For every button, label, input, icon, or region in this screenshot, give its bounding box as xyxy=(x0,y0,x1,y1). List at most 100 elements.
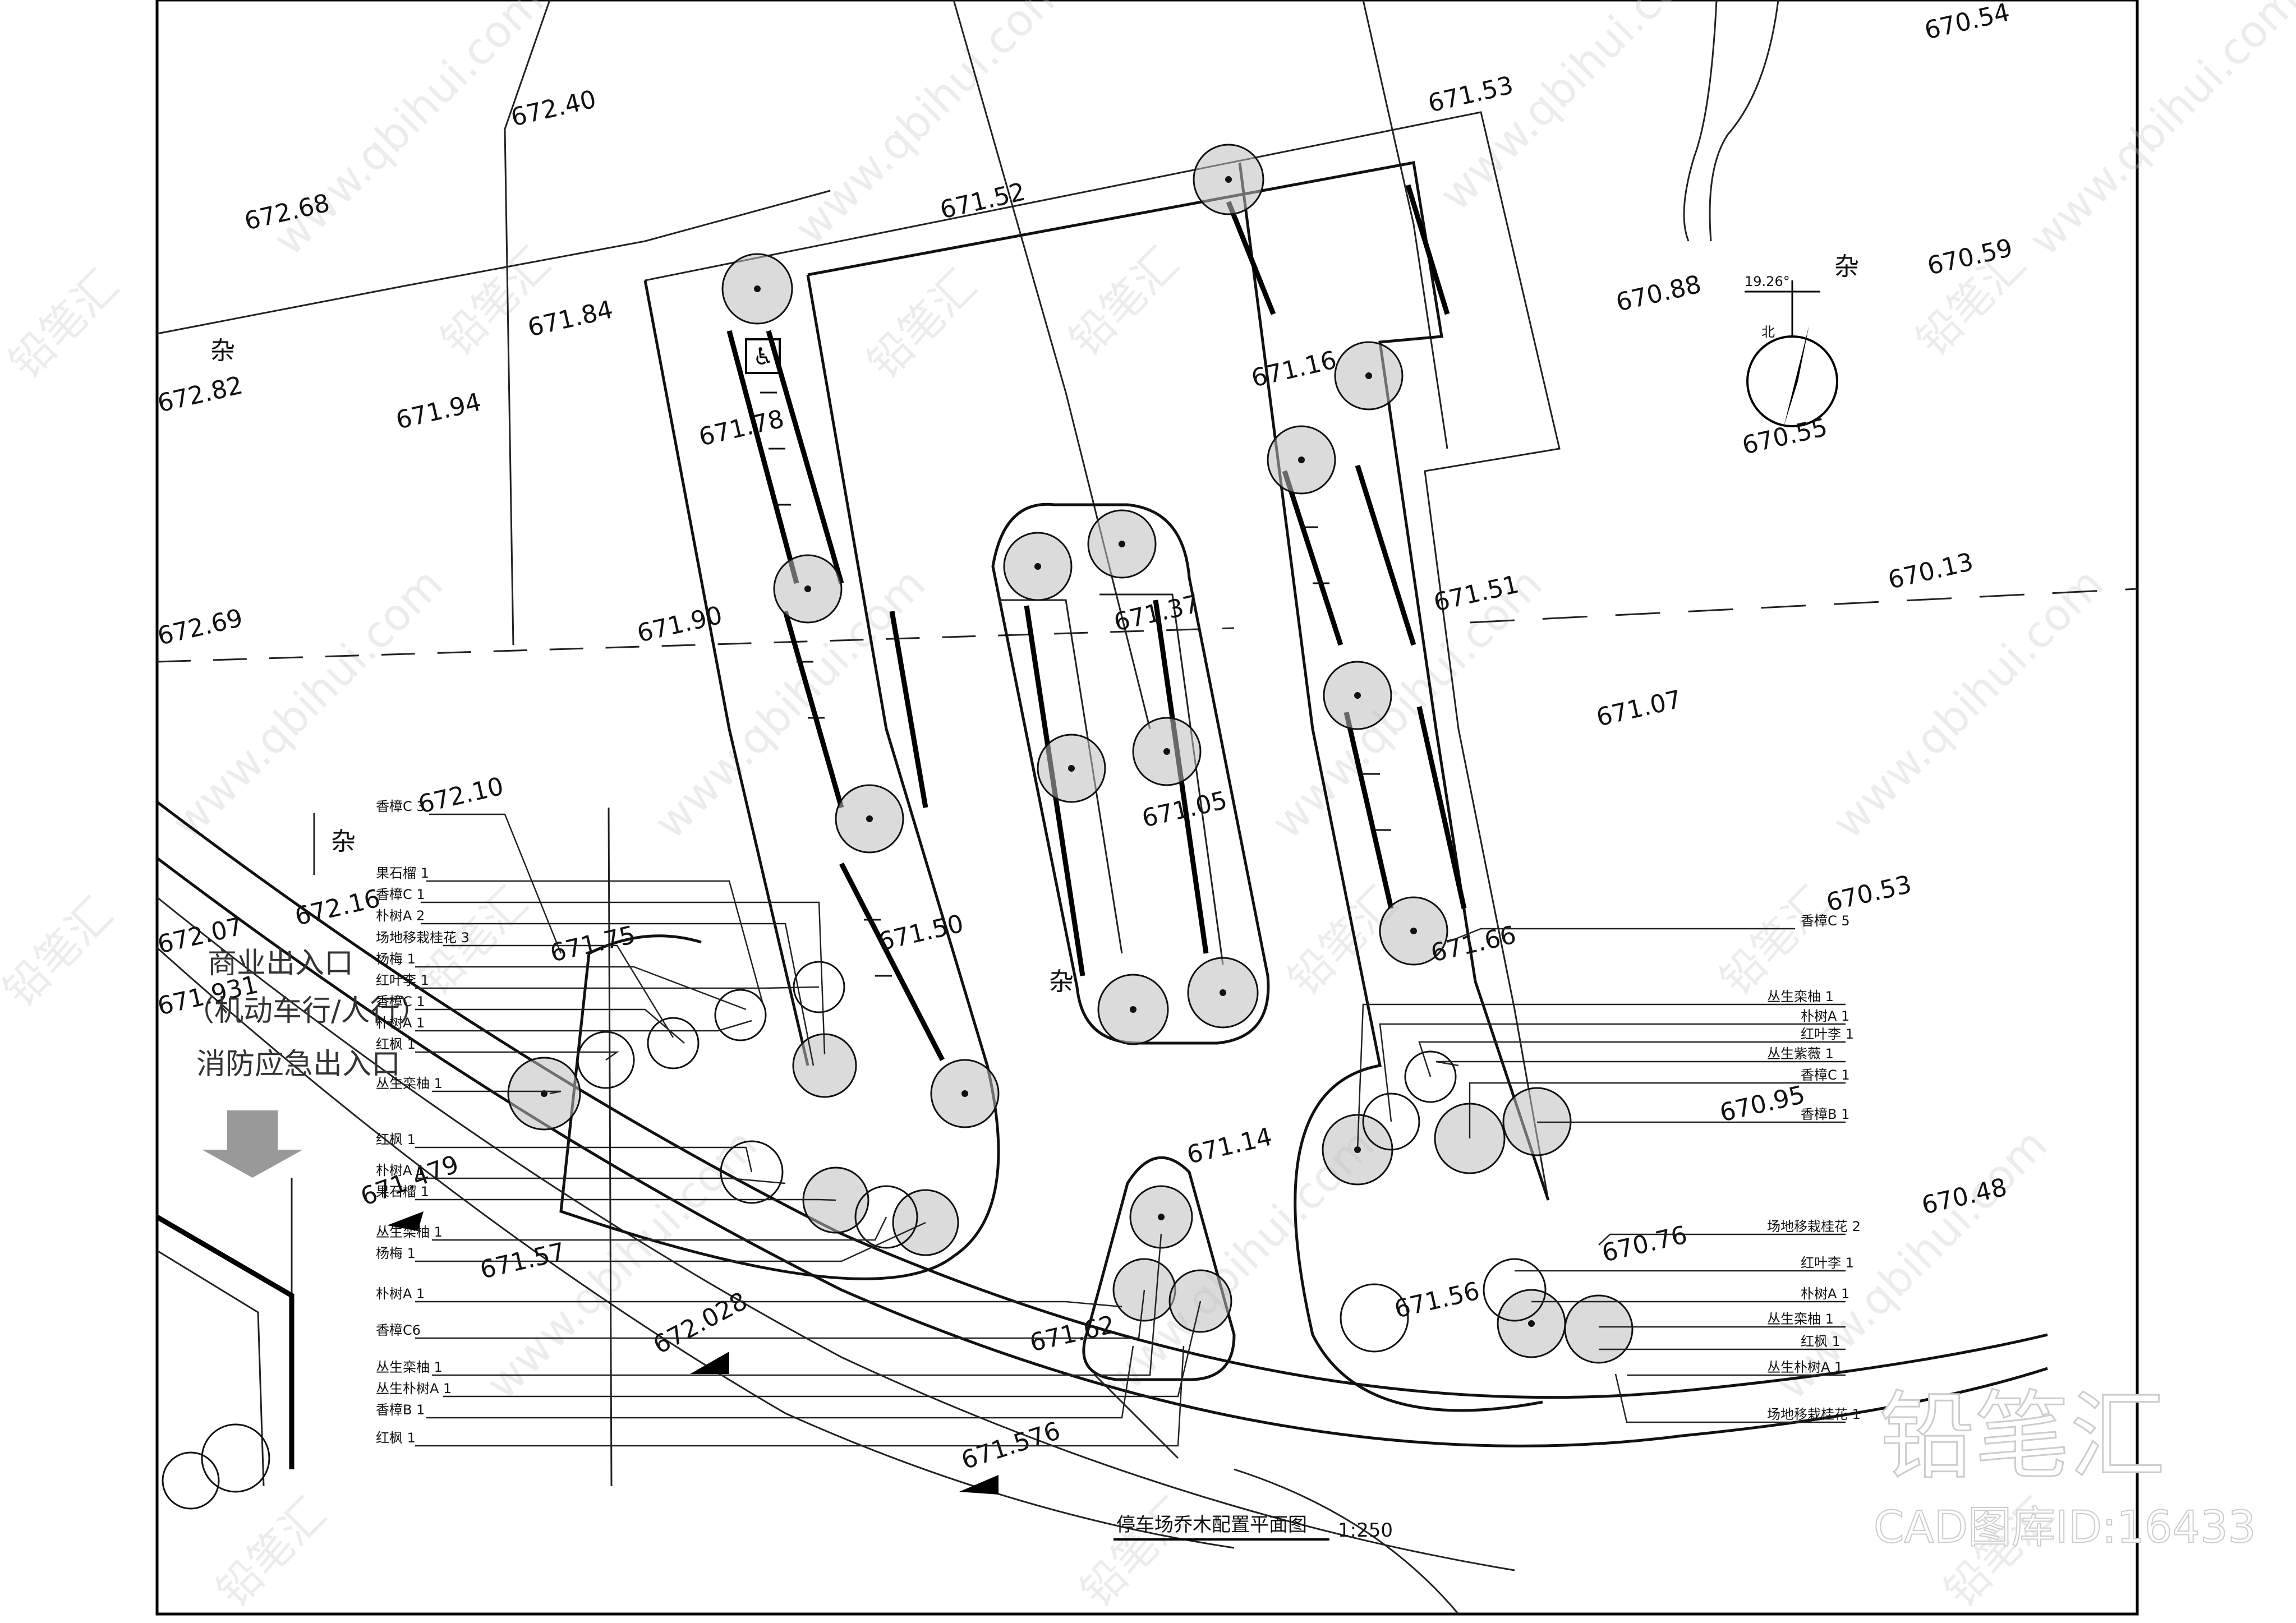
plant-label: 杨梅 1 xyxy=(376,1246,416,1261)
elevation-label: 672.16 xyxy=(292,884,383,931)
misc-label: 杂 xyxy=(1049,967,1074,996)
elevation-label: 670.95 xyxy=(1717,1080,1807,1127)
entrance-arrow-icon xyxy=(202,1110,303,1178)
triangle-planter xyxy=(1082,1156,1236,1381)
plant-label: 果石榴 1 xyxy=(376,865,429,881)
plant-label: 红枫 1 xyxy=(376,1036,416,1052)
left-planting-legend: 香樟C 3 果石榴 1 香樟C 1 朴树A 2 场地移栽桂花 3 杨梅 1 红叶… xyxy=(376,799,1202,1447)
watermark-url: www.qbihui.com xyxy=(1262,559,1552,849)
svg-text:♿: ♿ xyxy=(753,343,774,370)
north-angle: 19.26° xyxy=(1745,274,1790,289)
watermark-brand: 铅笔汇 xyxy=(208,1488,336,1617)
watermark-url: www.qbihui.com xyxy=(2019,0,2296,265)
plant-label: 丛生朴树A 1 xyxy=(1767,1359,1843,1375)
elevation-label: 671.52 xyxy=(937,177,1028,224)
elevation-label: 671.14 xyxy=(1184,1122,1274,1169)
plant-label: 香樟C 5 xyxy=(1801,913,1850,929)
plant-label: 红枫 1 xyxy=(376,1132,416,1147)
plant-label: 朴树A 1 xyxy=(1801,1008,1849,1024)
plant-label: 香樟C6 xyxy=(376,1322,421,1338)
elevation-label: 671.56 xyxy=(1392,1276,1482,1324)
plant-label: 丛生栾柚 1 xyxy=(376,1076,443,1091)
misc-labels: 杂 杂 杂 杂 xyxy=(210,252,1859,996)
plant-label: 丛生紫薇 1 xyxy=(1767,1046,1834,1062)
plant-label: 香樟B 1 xyxy=(1801,1106,1849,1122)
elevation-label: 671.78 xyxy=(696,404,786,451)
plant-label: 场地移栽桂花 3 xyxy=(376,930,470,946)
watermark-brand: 铅笔汇 xyxy=(1711,877,1839,1006)
plant-label: 香樟C 1 xyxy=(376,994,425,1009)
watermark-url: www.qbihui.com xyxy=(1430,0,1720,220)
entrance-line-3: 消防应急出入口 xyxy=(196,1048,401,1081)
plant-label: 红枫 1 xyxy=(1801,1334,1841,1349)
plant-label: 香樟C 1 xyxy=(1801,1067,1850,1083)
parking-lot xyxy=(559,111,1561,1412)
plant-label: 丛生朴树A 1 xyxy=(376,1381,452,1396)
plant-label: 香樟C 1 xyxy=(376,887,425,902)
plant-label: 朴树A 1 xyxy=(376,1286,425,1302)
plant-label: 果石榴 1 xyxy=(376,1184,429,1200)
elevation-label: 672.82 xyxy=(155,371,245,418)
misc-label: 杂 xyxy=(331,827,356,856)
right-planting-legend: 香樟C 5 丛生栾柚 1 朴树A 1 红叶李 1 丛生紫薇 1 香樟C 1 香樟… xyxy=(1356,913,1861,1423)
elevation-label: 671.84 xyxy=(525,295,615,342)
elevation-label: 671.16 xyxy=(1249,345,1339,393)
plant-label: 红叶李 1 xyxy=(376,972,429,988)
elevation-label: 671.75 xyxy=(547,920,638,967)
watermark-brand: 铅笔汇 xyxy=(432,238,560,366)
plant-label: 丛生栾柚 1 xyxy=(1767,989,1834,1004)
plant-label: 朴树A 1 xyxy=(376,1163,425,1178)
plant-label: 场地移栽桂花 1 xyxy=(1767,1407,1861,1422)
plant-label: 香樟B 1 xyxy=(376,1402,425,1418)
elevation-label: 670.88 xyxy=(1613,270,1704,317)
accessible-parking-icon: ♿ xyxy=(745,338,781,374)
elevation-label: 671.53 xyxy=(1425,71,1516,118)
plant-label: 朴树A 1 xyxy=(1801,1286,1849,1302)
brand-logo-text: 铅笔汇 xyxy=(1879,1381,2165,1492)
plant-label: 朴树A 2 xyxy=(376,908,425,924)
elevation-label: 672.028 xyxy=(648,1287,752,1359)
building-edge xyxy=(155,1215,295,1510)
watermark-brand: 铅笔汇 xyxy=(0,888,123,1017)
watermark-brand: 铅笔汇 xyxy=(1060,238,1189,366)
elevation-label: 670.53 xyxy=(1824,870,1914,917)
drawing-scale: 1:250 xyxy=(1338,1519,1393,1542)
watermark-brand: 铅笔汇 xyxy=(858,260,987,389)
plant-label: 红叶李 1 xyxy=(1801,1026,1854,1042)
misc-label: 杂 xyxy=(210,336,235,365)
tree-symbols xyxy=(507,144,1634,1364)
entrance-line-1: 商业出入口 xyxy=(208,947,353,980)
plant-label: 丛生栾柚 1 xyxy=(1767,1311,1834,1327)
elevation-label: 670.55 xyxy=(1740,413,1830,460)
elevation-label: 671.94 xyxy=(393,388,484,435)
watermark-brand: 铅笔汇 xyxy=(1071,1488,1200,1617)
elevation-label: 671.62 xyxy=(1027,1310,1117,1357)
plant-label: 场地移栽桂花 2 xyxy=(1767,1219,1861,1234)
plant-label: 朴树A 1 xyxy=(376,1015,425,1031)
entrance-annotation: 商业出入口 （机动车行/人行） 消防应急出入口 xyxy=(185,947,429,1081)
elevation-label: 672.69 xyxy=(155,603,245,651)
watermark-url: www.qbihui.com xyxy=(785,0,1075,254)
elevation-label: 671.07 xyxy=(1594,685,1684,732)
watermark-url: www.qbihui.com xyxy=(264,0,554,265)
level-markers xyxy=(387,1211,999,1495)
plant-label: 杨梅 1 xyxy=(376,951,416,967)
drawing-title: 停车场乔木配置平面图 xyxy=(1116,1514,1307,1536)
elevation-label: 672.10 xyxy=(416,772,506,819)
cad-id-text: CAD图库ID:16433 xyxy=(1874,1502,2256,1553)
entrance-line-2: （机动车行/人行） xyxy=(185,994,429,1028)
plant-label: 香樟C 3 xyxy=(376,799,425,814)
watermark-brand: 铅笔汇 xyxy=(0,260,128,389)
north-label: 北 xyxy=(1761,324,1775,340)
plant-label: 丛生栾柚 1 xyxy=(376,1359,443,1375)
plant-label: 红枫 1 xyxy=(376,1430,416,1446)
brand-logo: 铅笔汇 CAD图库ID:16433 xyxy=(1873,1381,2256,1554)
drawing-title-block: 停车场乔木配置平面图 1:250 xyxy=(1114,1514,1393,1542)
drawing-frame xyxy=(155,0,2139,1616)
north-arrow: 北 19.26° xyxy=(1745,274,1838,427)
elevation-label: 670.54 xyxy=(1922,0,2012,45)
elevation-label: 672.40 xyxy=(508,85,599,132)
misc-label: 杂 xyxy=(1834,252,1859,281)
elevation-label: 670.13 xyxy=(1885,547,1976,594)
